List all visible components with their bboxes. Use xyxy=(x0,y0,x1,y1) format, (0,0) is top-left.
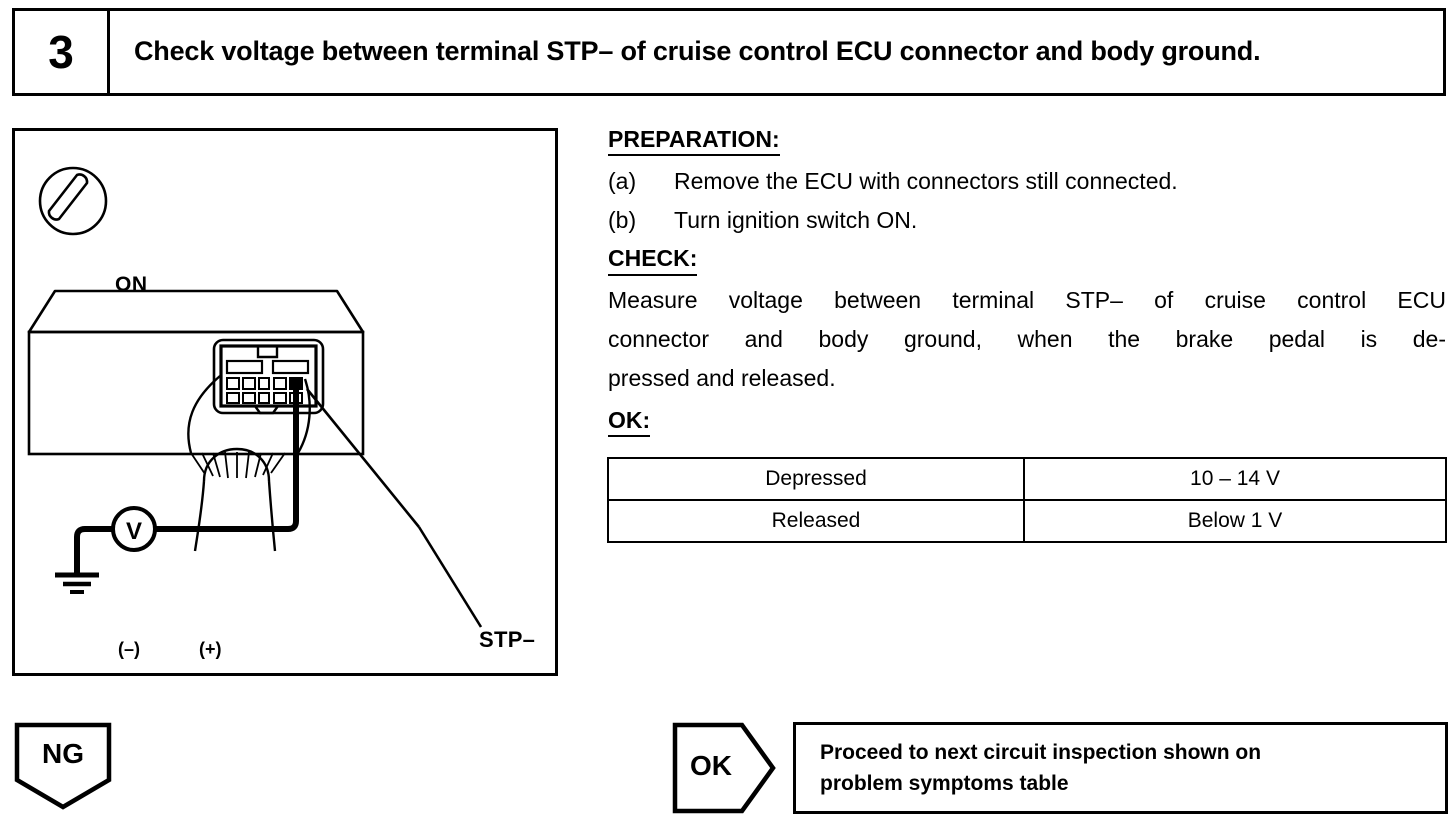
ignition-switch-icon xyxy=(38,166,108,236)
step-header: 3 Check voltage between terminal STP– of… xyxy=(12,8,1446,96)
step-number: 3 xyxy=(48,26,74,78)
positive-probe-label: (+) xyxy=(199,639,222,659)
ng-pentagon-icon xyxy=(14,722,112,810)
negative-probe-label: (–) xyxy=(118,639,140,659)
instructions-column: PREPARATION: (a) Remove the ECU with con… xyxy=(608,126,1450,441)
check-paragraph-line: pressed and released. xyxy=(608,364,836,391)
ok-heading: OK: xyxy=(608,407,651,437)
ok-arrow-icon xyxy=(672,722,776,814)
ecu-box-icon xyxy=(27,289,365,456)
ok-label: OK xyxy=(690,750,732,781)
result-text-line: Proceed to next circuit inspection shown… xyxy=(820,740,1262,764)
check-paragraph: Measure voltage between terminal STP– of… xyxy=(608,281,1446,398)
preparation-step-text: Remove the ECU with connectors still con… xyxy=(674,168,1178,195)
table-cell-value: 10 – 14 V xyxy=(1023,457,1447,501)
preparation-step: (b) Turn ignition switch ON. xyxy=(608,201,1450,240)
wire-harness-icon xyxy=(187,375,311,552)
ecu-connector-icon xyxy=(212,338,325,415)
specification-table: Depressed 10 – 14 V Released Below 1 V xyxy=(607,457,1447,543)
preparation-step: (a) Remove the ECU with connectors still… xyxy=(608,162,1450,201)
negative-test-lead xyxy=(74,526,113,573)
result-text: Proceed to next circuit inspection shown… xyxy=(820,737,1261,800)
positive-test-lead xyxy=(155,383,299,532)
illustration-panel: V ON (–) (+) STP– xyxy=(12,128,558,676)
check-heading: CHECK: xyxy=(608,245,698,276)
ng-marker: NG xyxy=(14,722,112,810)
check-paragraph-line: connector and body ground, when the brak… xyxy=(608,325,1446,352)
preparation-step-marker: (a) xyxy=(608,168,637,195)
ignition-switch-label: ON xyxy=(115,273,148,296)
table-row: Depressed 10 – 14 V xyxy=(607,457,1447,501)
ok-marker: OK xyxy=(672,722,776,814)
stp-terminal-label: STP– xyxy=(479,627,536,652)
measurement-diagram: V xyxy=(27,166,483,628)
step-title-cell: Check voltage between terminal STP– of c… xyxy=(110,11,1443,93)
preparation-list: (a) Remove the ECU with connectors still… xyxy=(608,162,1450,239)
stp-leader-line-2 xyxy=(305,388,421,528)
voltmeter-icon: V xyxy=(111,506,157,552)
stp-leader-line xyxy=(417,526,483,628)
result-text-line: problem symptoms table xyxy=(820,772,1069,795)
table-cell-condition: Depressed xyxy=(607,457,1025,501)
check-paragraph-line: Measure voltage between terminal STP– of… xyxy=(608,286,1446,313)
table-cell-value: Below 1 V xyxy=(1023,499,1447,543)
preparation-heading: PREPARATION: xyxy=(608,126,780,157)
ng-label: NG xyxy=(42,738,84,769)
preparation-step-marker: (b) xyxy=(608,206,637,233)
svg-text:V: V xyxy=(126,518,142,545)
preparation-step-text: Turn ignition switch ON. xyxy=(674,206,918,233)
step-title: Check voltage between terminal STP– of c… xyxy=(134,36,1261,67)
ground-symbol-icon xyxy=(55,572,99,594)
result-box: Proceed to next circuit inspection shown… xyxy=(793,722,1448,814)
table-row: Released Below 1 V xyxy=(607,499,1447,543)
table-cell-condition: Released xyxy=(607,499,1025,543)
step-number-cell: 3 xyxy=(15,11,110,93)
